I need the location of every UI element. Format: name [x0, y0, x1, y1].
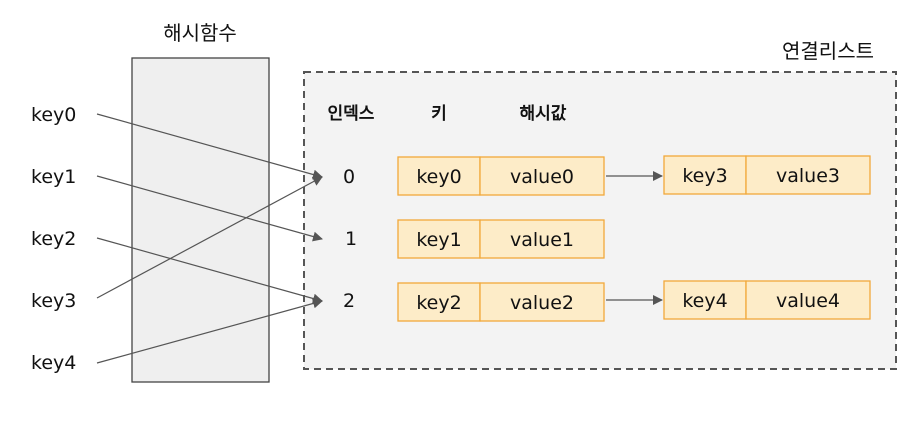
chain-node-0-key: key3: [682, 165, 727, 187]
index-2: 2: [343, 290, 355, 312]
bucket-row-2: key2 value2: [397, 282, 605, 322]
chained-node-row-2: key4 value4: [663, 280, 871, 320]
bucket-0-key-cell: [397, 156, 481, 196]
mapping-arrow-key3: [96, 176, 323, 299]
mapping-arrow-key4: [96, 298, 323, 364]
bucket-2-value-cell: [479, 282, 605, 322]
header-index: 인덱스: [328, 104, 375, 124]
input-key0: key0: [31, 104, 76, 126]
hash-function-box: [131, 57, 270, 383]
bucket-1-value: value1: [510, 229, 574, 251]
hash-function-title: 해시함수: [163, 21, 237, 45]
header-hash-value: 해시값: [520, 104, 567, 124]
chain-node-1-value: value4: [776, 290, 840, 312]
chain-node-1-key: key4: [682, 290, 727, 312]
linked-list-title: 연결리스트: [782, 39, 874, 63]
input-key2: key2: [31, 228, 76, 250]
bucket-0-key: key0: [416, 166, 461, 188]
index-1: 1: [345, 228, 357, 250]
bucket-0-value-cell: [479, 156, 605, 196]
mapping-arrow-key1: [96, 175, 323, 242]
mapping-arrow-key0: [96, 113, 323, 180]
chain-node-0-key-cell: [663, 155, 747, 195]
bucket-1-value-cell: [479, 219, 605, 259]
bucket-2-value: value2: [510, 292, 574, 314]
mapping-arrow-key2: [96, 237, 323, 304]
header-key: 키: [431, 104, 447, 124]
chain-node-1-value-cell: [745, 280, 871, 320]
chain-node-0-value-cell: [745, 155, 871, 195]
input-key1: key1: [31, 166, 76, 188]
bucket-row-1: key1 value1: [397, 219, 605, 259]
bucket-0-value: value0: [510, 166, 574, 188]
bucket-1-key: key1: [416, 229, 461, 251]
chain-node-1-key-cell: [663, 280, 747, 320]
input-key3: key3: [31, 290, 76, 312]
chain-node-0-value: value3: [776, 165, 840, 187]
input-key4: key4: [31, 352, 76, 374]
chained-node-row-0: key3 value3: [663, 155, 871, 195]
bucket-row-0: key0 value0: [397, 156, 605, 196]
bucket-2-key: key2: [416, 292, 461, 314]
index-0: 0: [343, 166, 355, 188]
